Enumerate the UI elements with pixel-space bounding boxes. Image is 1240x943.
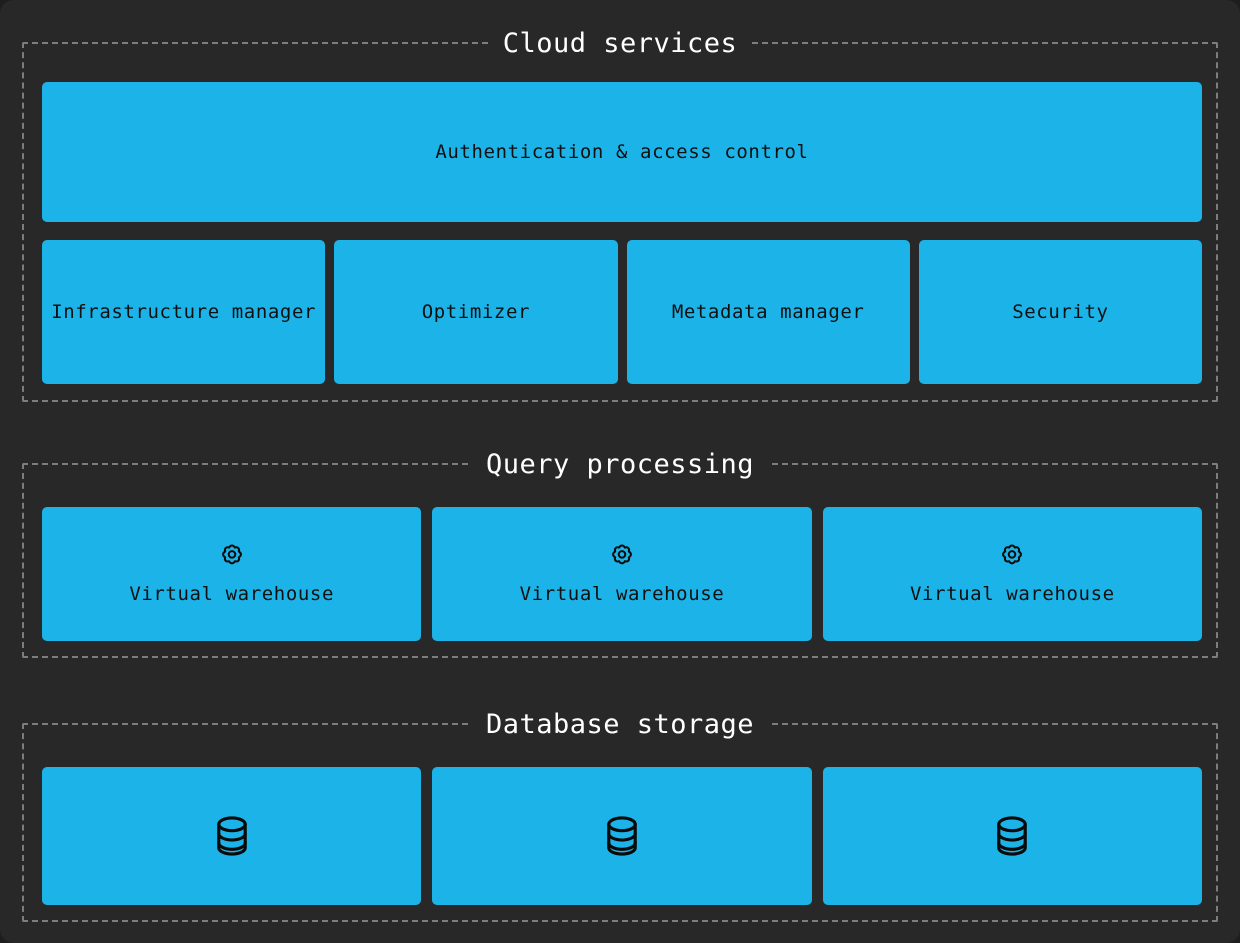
node-label: Security bbox=[1012, 301, 1109, 323]
section-title-database-storage: Database storage bbox=[471, 709, 769, 741]
database-icon bbox=[596, 810, 648, 862]
node-label: Virtual warehouse bbox=[129, 583, 334, 605]
database-icon bbox=[206, 810, 258, 862]
node-database-1[interactable] bbox=[42, 767, 422, 905]
node-database-3[interactable] bbox=[822, 767, 1202, 905]
row-cloud-services-components: Infrastructure manager Optimizer Metadat… bbox=[42, 240, 1202, 384]
node-virtual-warehouse-3[interactable]: Virtual warehouse bbox=[822, 507, 1202, 641]
node-database-2[interactable] bbox=[432, 767, 812, 905]
gear-icon bbox=[606, 542, 638, 574]
node-label: Virtual warehouse bbox=[909, 583, 1115, 605]
section-cloud-services: Cloud services Authentication & access c… bbox=[22, 28, 1218, 402]
section-database-storage: Database storage bbox=[22, 709, 1218, 922]
gear-icon bbox=[996, 542, 1028, 574]
node-metadata-manager[interactable]: Metadata manager bbox=[626, 240, 910, 384]
section-query-processing: Query processing Virtual warehouse bbox=[22, 449, 1218, 658]
row-cloud-services-primary: Authentication & access control bbox=[42, 82, 1202, 222]
gear-icon bbox=[216, 542, 248, 574]
node-virtual-warehouse-2[interactable]: Virtual warehouse bbox=[432, 507, 812, 641]
section-title-query-processing: Query processing bbox=[471, 449, 769, 481]
section-title-cloud-services: Cloud services bbox=[488, 28, 752, 60]
node-authentication-access-control[interactable]: Authentication & access control bbox=[42, 82, 1202, 222]
node-label: Infrastructure manager bbox=[51, 301, 317, 323]
node-label: Metadata manager bbox=[671, 301, 865, 323]
node-label: Authentication & access control bbox=[435, 141, 809, 163]
row-database-storage-nodes bbox=[42, 767, 1202, 905]
node-virtual-warehouse-1[interactable]: Virtual warehouse bbox=[42, 507, 422, 641]
node-infrastructure-manager[interactable]: Infrastructure manager bbox=[42, 240, 326, 384]
row-query-processing-warehouses: Virtual warehouse Virtual warehouse bbox=[42, 507, 1202, 641]
node-label: Virtual warehouse bbox=[519, 583, 725, 605]
node-optimizer[interactable]: Optimizer bbox=[334, 240, 618, 384]
database-icon bbox=[986, 810, 1038, 862]
node-security[interactable]: Security bbox=[918, 240, 1202, 384]
node-label: Optimizer bbox=[421, 301, 531, 323]
